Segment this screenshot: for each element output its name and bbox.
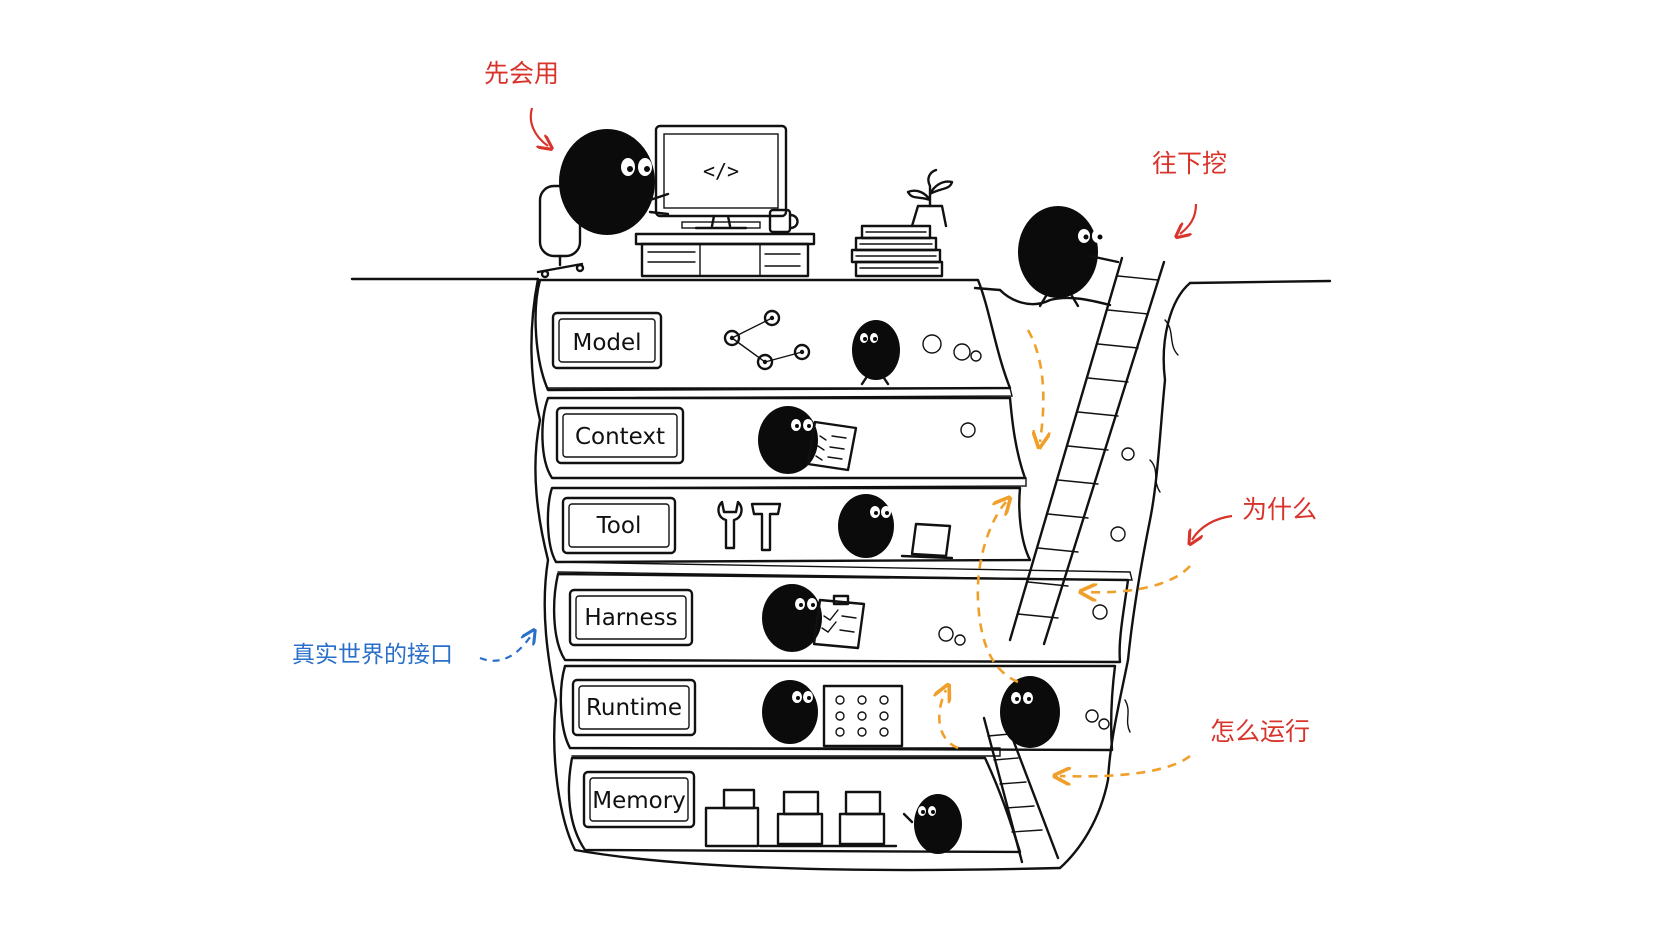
hammer-icon xyxy=(750,502,782,552)
character-tool-layer xyxy=(838,494,894,558)
pit-walls xyxy=(530,277,1192,872)
annotation-how-it-runs-text: 怎么运行 xyxy=(1210,717,1310,746)
layer-text-memory: Memory xyxy=(592,788,686,814)
annotation-real-world-interface: 真实世界的接口 xyxy=(292,634,532,668)
laptop-icon xyxy=(900,522,954,560)
computer-monitor: </> xyxy=(654,124,788,230)
flow-arrows xyxy=(939,329,1191,776)
character-climbing-top xyxy=(1018,206,1120,308)
character-model-layer xyxy=(852,320,900,386)
network-graph-icon xyxy=(723,309,811,371)
character-at-desk xyxy=(559,129,670,235)
annotation-dig-down: 往下挖 xyxy=(1152,149,1227,234)
character-context-layer xyxy=(758,406,818,474)
annotation-dig-down-text: 往下挖 xyxy=(1152,149,1227,178)
coffee-mug xyxy=(768,208,799,234)
annotation-why-text: 为什么 xyxy=(1242,495,1317,524)
annotation-why: 为什么 xyxy=(1192,495,1317,540)
annotation-top-use-text: 先会用 xyxy=(484,59,559,88)
character-climbing-bottom xyxy=(1000,676,1060,748)
layer-label-runtime: Runtime xyxy=(571,678,697,737)
monitor-code-text: </> xyxy=(703,159,739,183)
annotation-top-use: 先会用 xyxy=(484,59,559,146)
desk xyxy=(634,232,816,278)
layer-label-model: Model xyxy=(551,311,663,370)
potted-plant xyxy=(906,168,954,228)
layer-slab-harness xyxy=(552,572,1130,664)
clipboard-icon xyxy=(812,594,866,650)
file-trays-icon xyxy=(704,788,898,848)
layer-label-tool: Tool xyxy=(561,496,677,555)
wrench-icon xyxy=(717,500,743,550)
layer-text-context: Context xyxy=(575,424,665,450)
layer-label-harness: Harness xyxy=(568,588,694,647)
character-harness-layer xyxy=(762,584,822,652)
desk-scene: </> xyxy=(536,124,954,279)
layer-text-runtime: Runtime xyxy=(586,695,682,721)
layer-label-context: Context xyxy=(555,406,685,465)
layer-text-harness: Harness xyxy=(584,605,677,631)
checklist-paper-icon xyxy=(806,420,858,472)
layer-label-memory: Memory xyxy=(582,770,696,829)
long-ladder xyxy=(1008,256,1166,646)
layer-slab-runtime xyxy=(559,664,1117,757)
books-stack xyxy=(850,224,944,278)
character-runtime-layer xyxy=(762,680,818,744)
ground-line xyxy=(350,277,1332,292)
layer-text-tool: Tool xyxy=(596,513,642,539)
rock-doodles xyxy=(922,334,1135,730)
layer-text-model: Model xyxy=(572,330,641,356)
character-memory-layer xyxy=(902,794,962,854)
circuit-board-icon xyxy=(822,684,904,748)
annotation-real-world-interface-text: 真实世界的接口 xyxy=(292,642,453,668)
annotation-how-it-runs: 怎么运行 xyxy=(1210,717,1310,746)
